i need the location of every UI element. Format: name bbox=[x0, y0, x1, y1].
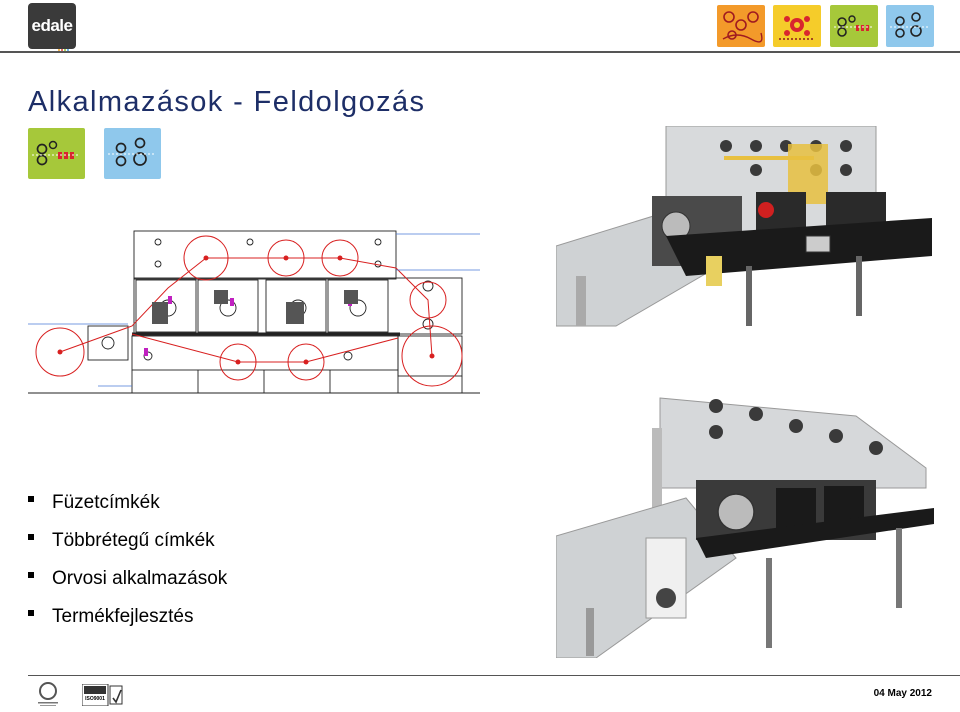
list-item-label: Többrétegű címkék bbox=[52, 530, 215, 551]
list-item: Orvosi alkalmazások bbox=[28, 560, 227, 598]
list-item-label: Füzetcímkék bbox=[52, 492, 160, 513]
logo-dots bbox=[58, 38, 72, 51]
list-item: Füzetcímkék bbox=[28, 484, 227, 522]
list-item-label: Orvosi alkalmazások bbox=[52, 568, 228, 589]
slide-title: Alkalmazások - Feldolgozás bbox=[28, 86, 426, 118]
edale-logo: edale bbox=[28, 3, 76, 51]
machine-photo-bottom bbox=[555, 388, 934, 659]
logo-text: edale bbox=[31, 16, 73, 35]
finishing-icon-blue bbox=[104, 128, 161, 179]
footer-divider bbox=[28, 675, 960, 676]
investors-logo-icon bbox=[34, 681, 62, 707]
process-icon-green bbox=[830, 5, 878, 47]
iso-certification-icon: ISO9001 bbox=[81, 683, 124, 707]
machine-layout-drawing bbox=[28, 228, 480, 398]
process-icon-orange bbox=[717, 5, 765, 47]
process-icon-blue bbox=[886, 5, 934, 47]
header-divider bbox=[0, 51, 960, 53]
iso-label: ISO9001 bbox=[85, 696, 105, 702]
bullet-icon bbox=[28, 534, 34, 540]
bullet-icon bbox=[28, 610, 34, 616]
machine-photo-top bbox=[555, 125, 932, 328]
finishing-icon-green bbox=[28, 128, 85, 179]
list-item: Termékfejlesztés bbox=[28, 598, 227, 636]
list-item: Többrétegű címkék bbox=[28, 522, 227, 560]
bullet-icon bbox=[28, 572, 34, 578]
bullet-icon bbox=[28, 496, 34, 502]
list-item-label: Termékfejlesztés bbox=[52, 606, 194, 627]
slide-date: 04 May 2012 bbox=[873, 688, 932, 699]
application-list: Füzetcímkék Többrétegű címkék Orvosi alk… bbox=[28, 484, 227, 636]
process-icon-yellow bbox=[773, 5, 821, 47]
